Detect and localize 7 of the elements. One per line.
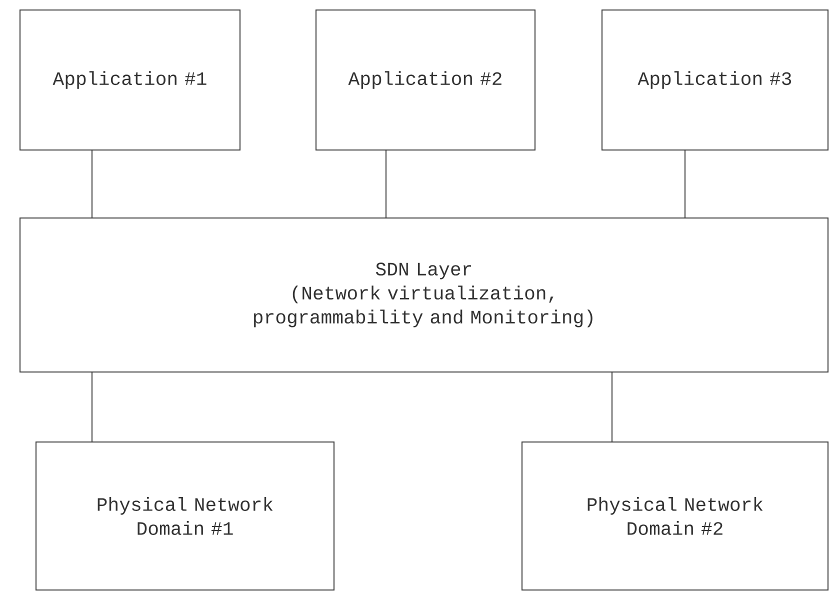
box: Application #2 xyxy=(316,10,536,150)
box: Physical Network Domain #2 xyxy=(522,441,828,590)
box: Physical Network Domain #1 xyxy=(36,441,334,590)
box: Application #1 xyxy=(20,10,240,150)
box: Application #3 xyxy=(602,10,828,150)
layer-box: SDN Layer (Network virtualization, programmability and Monitoring) xyxy=(20,218,828,372)
connector-line xyxy=(684,150,686,218)
